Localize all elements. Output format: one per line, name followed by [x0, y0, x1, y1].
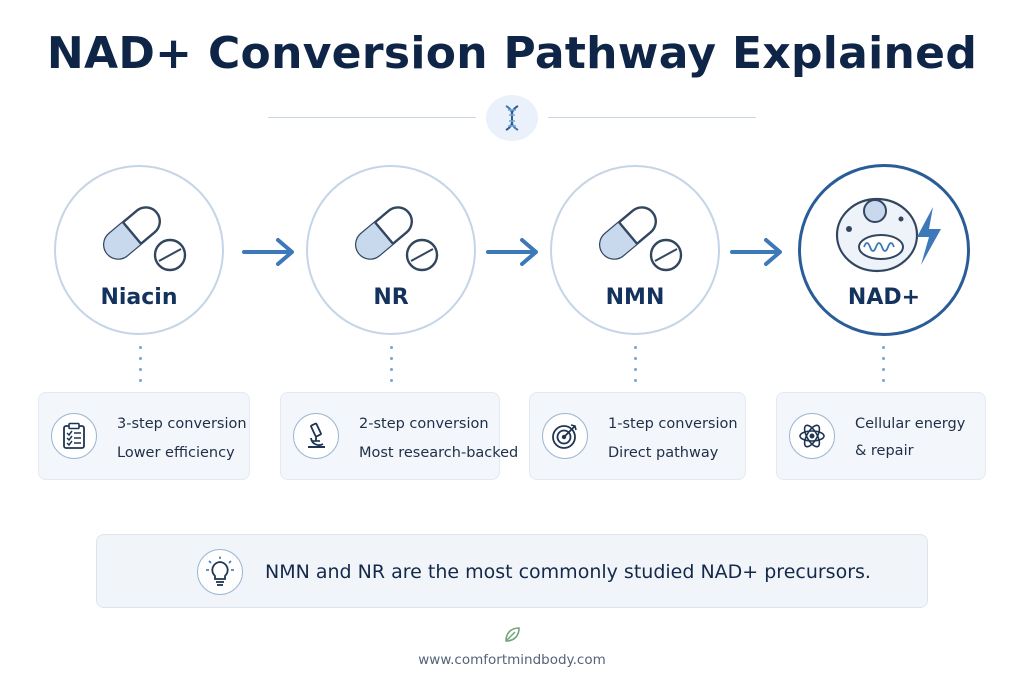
step-nr: NR: [306, 165, 476, 335]
dna-icon: [486, 95, 538, 141]
step-label: NMN: [605, 285, 665, 310]
card-line-secondary: Most research-backed: [359, 445, 519, 461]
card-line-secondary: Direct pathway: [608, 445, 719, 461]
arrow-right-icon: [486, 238, 538, 266]
pill-capsule-icon: [103, 206, 187, 272]
title-divider-left: [268, 117, 476, 118]
clipboard-checklist-icon: [51, 413, 97, 459]
dotted-connector: [139, 346, 143, 390]
card-line-secondary: Lower efficiency: [117, 445, 235, 461]
title-divider-right: [548, 117, 756, 118]
dotted-connector: [634, 346, 638, 390]
card-line-primary: 3-step conversion: [117, 416, 247, 432]
pill-capsule-icon: [355, 206, 439, 272]
info-card-nmn: 1-step conversion Direct pathway: [529, 392, 746, 480]
atom-icon: [789, 413, 835, 459]
target-icon: [542, 413, 588, 459]
card-line-primary: 2-step conversion: [359, 416, 489, 432]
dotted-connector: [882, 346, 886, 390]
arrow-right-icon: [242, 238, 294, 266]
step-label: NR: [373, 285, 409, 310]
info-card-nad: Cellular energy & repair: [776, 392, 986, 480]
summary-note: NMN and NR are the most commonly studied…: [96, 534, 928, 608]
pill-capsule-icon: [599, 206, 683, 272]
step-label: NAD+: [847, 285, 921, 310]
info-card-niacin: 3-step conversion Lower efficiency: [38, 392, 250, 480]
step-niacin: Niacin: [54, 165, 224, 335]
footer-website-link[interactable]: www.comfortmindbody.com: [418, 652, 606, 668]
step-nad: NAD+: [798, 164, 970, 336]
cell-mitochondria-lightning-icon: [835, 197, 941, 273]
page-title: NAD+ Conversion Pathway Explained: [46, 28, 978, 79]
step-nmn: NMN: [550, 165, 720, 335]
lightbulb-icon: [197, 549, 243, 595]
step-label: Niacin: [100, 285, 178, 310]
card-line-primary: 1-step conversion: [608, 416, 738, 432]
leaf-icon: [505, 627, 520, 642]
info-card-nr: 2-step conversion Most research-backed: [280, 392, 518, 480]
dotted-connector: [390, 346, 394, 390]
arrow-right-icon: [730, 238, 782, 266]
summary-note-text: NMN and NR are the most commonly studied…: [265, 561, 871, 583]
card-line-secondary: & repair: [855, 443, 914, 459]
card-line-primary: Cellular energy: [855, 416, 966, 432]
microscope-icon: [293, 413, 339, 459]
